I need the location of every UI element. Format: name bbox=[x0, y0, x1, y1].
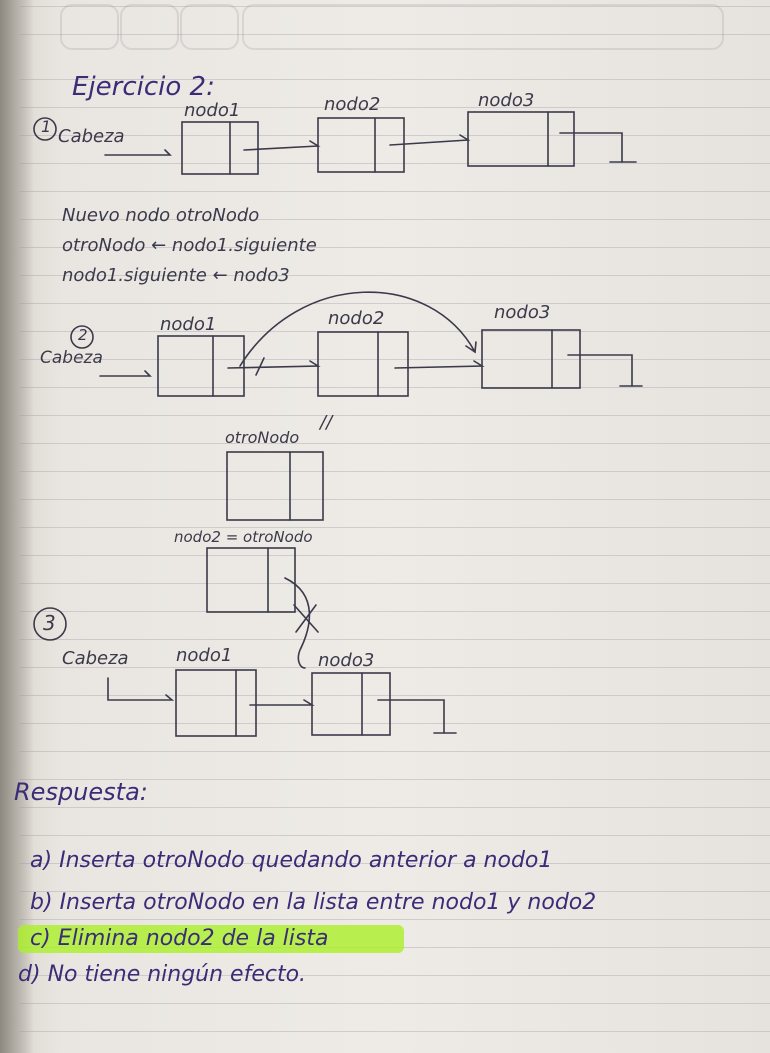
step-circle bbox=[33, 117, 57, 141]
new-node-box bbox=[226, 451, 324, 521]
step3-number: 3 bbox=[43, 611, 56, 635]
null-link bbox=[567, 354, 633, 387]
algorithm-line: nodo1.siguiente ← nodo3 bbox=[62, 265, 290, 286]
head-arrow bbox=[107, 677, 175, 701]
node-box bbox=[157, 335, 245, 397]
answer-heading: Respuesta: bbox=[14, 778, 148, 806]
node-label: nodo1 bbox=[160, 314, 217, 335]
option-letter: a) bbox=[30, 848, 53, 873]
option-text: Elimina nodo2 de la lista bbox=[57, 926, 329, 951]
node-label: nodo2 bbox=[328, 308, 385, 329]
head-label: Cabeza bbox=[58, 126, 125, 147]
exercise-title: Ejercicio 2: bbox=[72, 72, 215, 102]
node-box bbox=[181, 121, 259, 175]
link-arrow bbox=[249, 699, 315, 706]
null-link bbox=[559, 132, 623, 163]
highlighted-answer bbox=[18, 925, 404, 953]
link-arrow bbox=[394, 360, 485, 369]
head-label: Cabeza bbox=[62, 648, 129, 669]
option-a: a) Inserta otroNodo quedando anterior a … bbox=[30, 848, 552, 873]
header-box bbox=[120, 4, 179, 50]
removed-link bbox=[284, 577, 311, 669]
floating-node-label: nodo2 = otroNodo bbox=[174, 528, 313, 546]
option-c: c) Elimina nodo2 de la lista bbox=[30, 926, 328, 951]
node-box bbox=[467, 111, 575, 167]
node-label: nodo1 bbox=[176, 645, 233, 666]
slash-mark: // bbox=[320, 412, 333, 433]
step-circle bbox=[33, 607, 67, 641]
option-b: b) Inserta otroNodo en la lista entre no… bbox=[30, 890, 596, 915]
node-box bbox=[317, 117, 405, 173]
node-label: nodo3 bbox=[478, 90, 535, 111]
option-text: Inserta otroNodo en la lista entre nodo1… bbox=[59, 890, 597, 915]
head-arrow bbox=[99, 370, 152, 377]
node-box bbox=[317, 331, 409, 397]
curved-link-head bbox=[465, 341, 477, 354]
node-box bbox=[175, 669, 257, 737]
link-arrow bbox=[227, 360, 321, 369]
null-link bbox=[377, 699, 445, 734]
algorithm-line: Nuevo nodo otroNodo bbox=[62, 205, 260, 226]
algorithm-line: otroNodo ← nodo1.siguiente bbox=[62, 235, 317, 256]
curved-link bbox=[239, 291, 476, 367]
option-letter: d) bbox=[18, 962, 41, 987]
option-d: d) No tiene ningún efecto. bbox=[18, 962, 306, 987]
node-box bbox=[311, 672, 391, 736]
step2-number: 2 bbox=[78, 326, 88, 344]
new-node-label: otroNodo bbox=[225, 428, 300, 447]
node-label: nodo3 bbox=[494, 302, 551, 323]
option-text: Inserta otroNodo quedando anterior a nod… bbox=[59, 848, 553, 873]
link-arrow bbox=[243, 140, 321, 151]
node-label: nodo1 bbox=[184, 100, 241, 121]
option-letter: b) bbox=[30, 890, 53, 915]
cut-mark bbox=[255, 357, 265, 376]
link-arrow bbox=[389, 134, 471, 146]
node-label: nodo2 bbox=[324, 94, 381, 115]
node-box-removed bbox=[206, 547, 296, 613]
step-circle bbox=[70, 325, 94, 349]
header-box bbox=[60, 4, 119, 50]
step1-number: 1 bbox=[41, 117, 52, 136]
option-letter: c) bbox=[30, 926, 51, 951]
head-label: Cabeza bbox=[40, 348, 103, 368]
header-box bbox=[242, 4, 724, 50]
header-box bbox=[180, 4, 239, 50]
option-text: No tiene ningún efecto. bbox=[47, 962, 307, 987]
node-box bbox=[481, 329, 581, 389]
head-arrow bbox=[104, 149, 172, 156]
cross-mark bbox=[295, 604, 317, 633]
node-label: nodo3 bbox=[318, 650, 375, 671]
ruled-lines bbox=[20, 0, 770, 1053]
